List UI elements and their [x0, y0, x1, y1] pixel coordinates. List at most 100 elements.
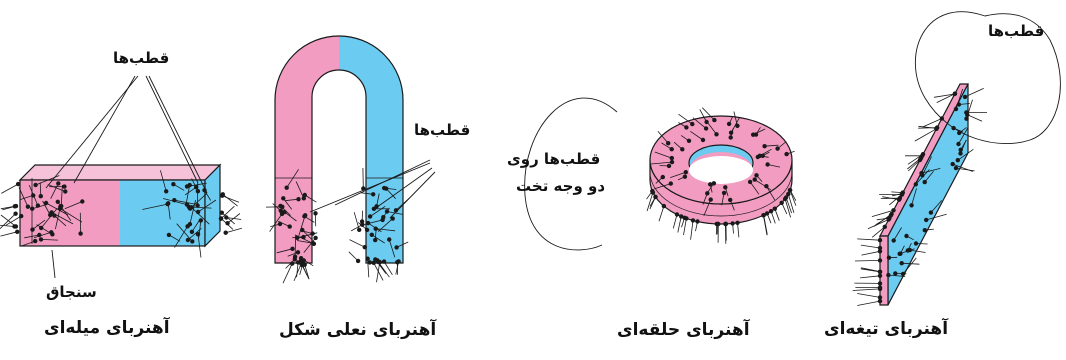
pin-head	[285, 186, 289, 190]
pin-head	[288, 224, 292, 228]
pin-head	[219, 216, 223, 220]
pin	[857, 301, 880, 305]
ring-poles-label-line2: دو وجه تخت	[516, 177, 605, 195]
pin-head	[780, 201, 784, 205]
pin	[1, 184, 18, 193]
ring-magnet-caption: آهنربای حلقه‌ای	[617, 320, 750, 340]
pin-head	[920, 154, 924, 158]
pin-head	[15, 230, 19, 234]
pin-head	[63, 189, 67, 193]
pin	[967, 115, 982, 121]
pin-head	[16, 182, 20, 186]
pin-head	[929, 210, 933, 214]
pin-head	[224, 215, 228, 219]
blade-poles-label: قطب‌ها	[988, 22, 1044, 40]
pin-head	[893, 271, 897, 275]
pin-head	[919, 171, 923, 175]
pin-head	[728, 198, 732, 202]
pin-head	[36, 203, 40, 207]
pin	[678, 216, 681, 232]
pin-head	[727, 122, 731, 126]
pin-head	[195, 203, 199, 207]
pin-head	[898, 252, 902, 256]
pin-head	[80, 199, 84, 203]
bar-poles-label: قطب‌ها	[113, 49, 169, 67]
pin-head	[366, 221, 370, 225]
pin-head	[959, 148, 963, 152]
pin-head	[683, 175, 687, 179]
pin-head	[371, 192, 375, 196]
pin-head	[680, 147, 684, 151]
pin-head	[387, 237, 391, 241]
horseshoe-magnet	[275, 36, 403, 263]
pin-head	[224, 231, 228, 235]
horseshoe-magnet-caption: آهنربای نعلی شکل	[279, 320, 436, 340]
pin-head	[748, 180, 752, 184]
pin-head	[724, 222, 728, 226]
pin-head	[19, 214, 23, 218]
pin-head	[886, 273, 890, 277]
pin-head	[164, 189, 168, 193]
ring-magnet-hole	[689, 156, 753, 184]
pin	[788, 194, 794, 213]
pin-head	[384, 186, 388, 190]
pin-head	[914, 182, 918, 186]
pin-head	[753, 177, 757, 181]
pin-head	[365, 228, 369, 232]
pin-head	[13, 212, 17, 216]
pin	[862, 251, 881, 255]
pin-head	[282, 210, 286, 214]
pin-head	[670, 160, 674, 164]
pin-head	[687, 139, 691, 143]
pin-head	[58, 206, 62, 210]
pin-head	[653, 195, 657, 199]
pin-head	[765, 162, 769, 166]
pin-head	[722, 191, 726, 195]
pin	[377, 262, 380, 282]
pin-head	[691, 218, 695, 222]
pin-head	[892, 238, 896, 242]
pin-head	[394, 245, 398, 249]
ring-poles-label-line1: قطب‌ها روی	[507, 150, 600, 168]
pin-head	[690, 122, 694, 126]
pin-head	[372, 261, 376, 265]
pin-head	[356, 259, 360, 263]
pin-head	[62, 184, 66, 188]
pin-head	[190, 230, 194, 234]
pin	[354, 212, 359, 230]
pin-head	[313, 236, 317, 240]
pin-head	[381, 215, 385, 219]
pin-head	[963, 95, 967, 99]
pin	[855, 260, 880, 261]
pin-head	[188, 206, 192, 210]
pin-head	[185, 184, 189, 188]
pin-head	[196, 189, 200, 193]
ring-magnet	[650, 116, 792, 224]
blade-magnet-caption: آهنربای تیغه‌ای	[824, 319, 948, 339]
pin-head	[39, 237, 43, 241]
horseshoe-pink-arm	[275, 36, 339, 263]
pin-head	[281, 196, 285, 200]
pin-head	[666, 141, 670, 145]
pin-head	[954, 107, 958, 111]
pin-head	[669, 181, 673, 185]
pin-head	[651, 190, 655, 194]
pin	[861, 269, 880, 272]
pin-head	[360, 219, 364, 223]
pin-head	[715, 222, 719, 226]
pin-head	[900, 261, 904, 265]
pin-head	[878, 270, 882, 274]
pin-head	[729, 135, 733, 139]
horseshoe-blue-arm	[339, 36, 403, 263]
pin-head	[735, 221, 739, 225]
pin-head	[670, 156, 674, 160]
pin-head	[954, 166, 958, 170]
pin-head	[964, 117, 968, 121]
pin-head	[695, 219, 699, 223]
pin-head	[50, 232, 54, 236]
pin-head	[395, 260, 399, 264]
pin-head	[704, 126, 708, 130]
pin-head	[44, 201, 48, 205]
pin-head	[775, 146, 779, 150]
pin-head	[368, 214, 372, 218]
